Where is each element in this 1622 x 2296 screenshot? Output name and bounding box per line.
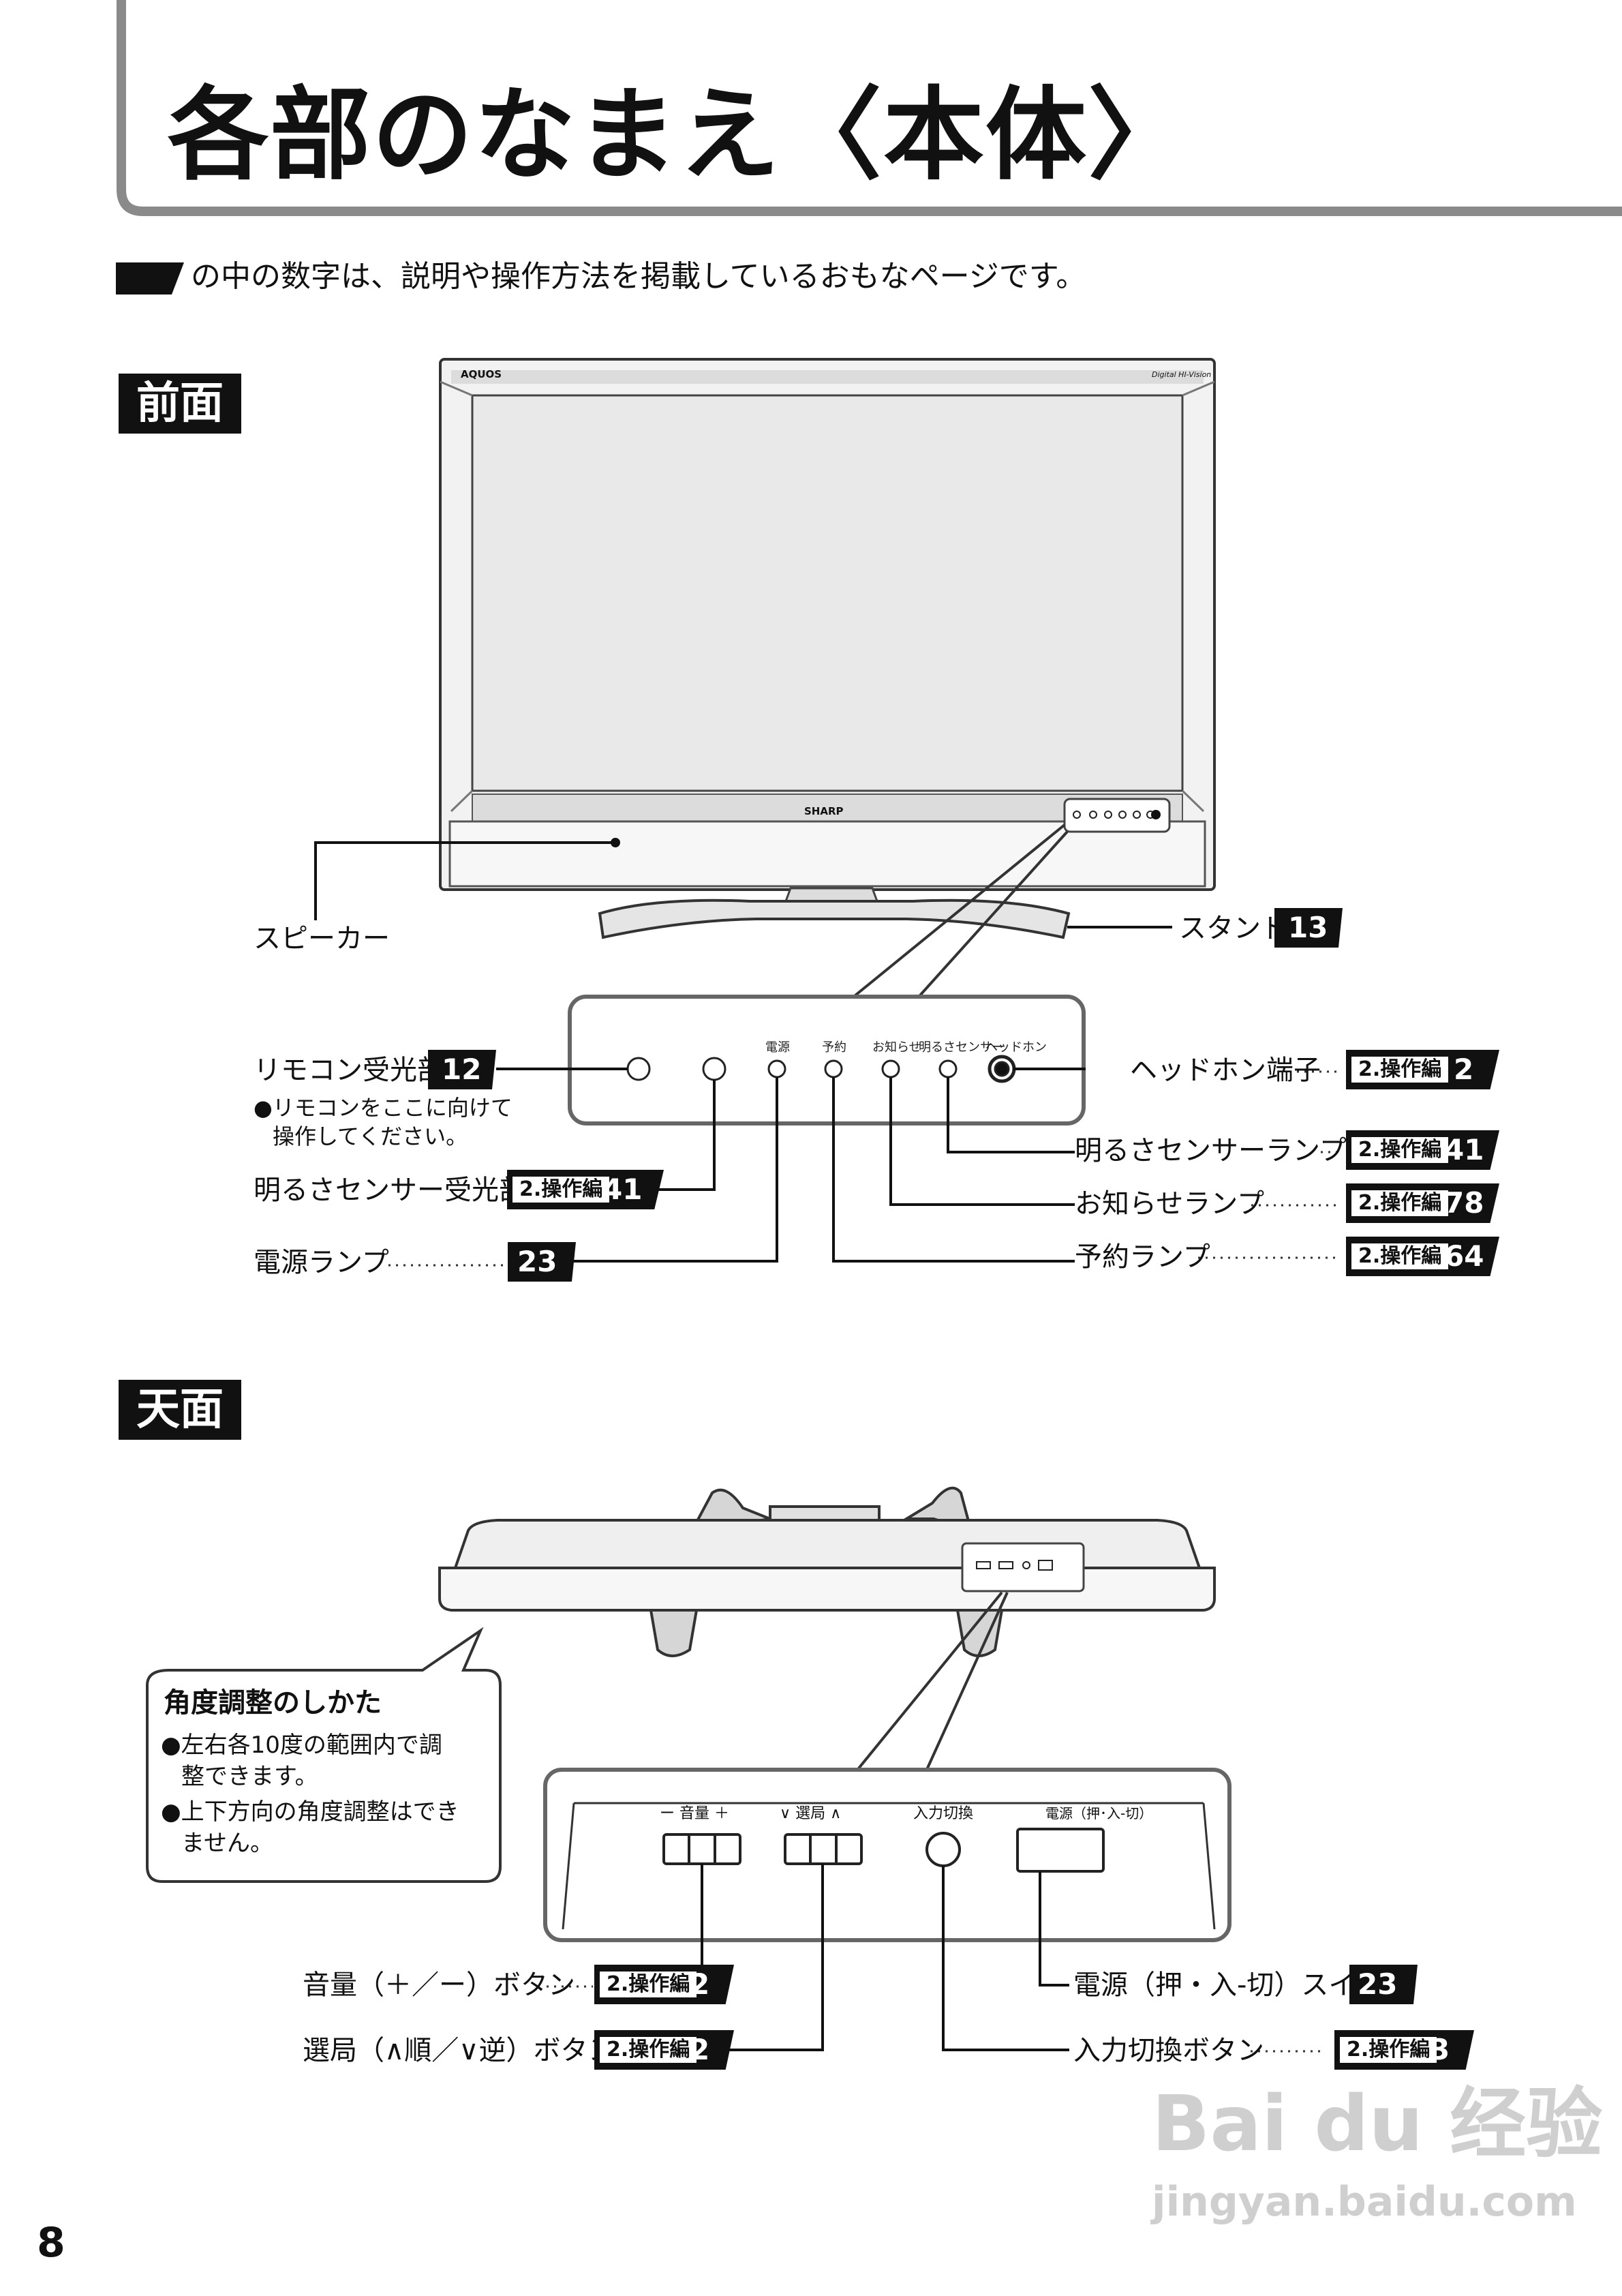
stand-page: 13 bbox=[1288, 911, 1328, 944]
tv-front-illustration bbox=[439, 358, 1216, 939]
remote-note-2: 操作してください。 bbox=[273, 1123, 468, 1149]
page-title: 各部のなまえ〈本体〉 bbox=[168, 76, 1190, 194]
panel-label-headphone: ヘッドホン bbox=[985, 1040, 1047, 1055]
angle-callout-bubble bbox=[146, 1627, 502, 1883]
brightness-receiver-badge: 2.操作編 41 bbox=[507, 1170, 664, 1209]
power-switch-badge: 23 bbox=[1349, 1965, 1418, 2004]
title-frame bbox=[117, 0, 1622, 216]
notice-lamp-ref: 2.操作編 bbox=[1351, 1190, 1449, 1216]
panel-label-power: 電源 bbox=[765, 1040, 790, 1055]
input-badge: 2.操作編 3 bbox=[1334, 2030, 1474, 2070]
timer-lamp-label: 予約ランプ bbox=[1075, 1241, 1210, 1273]
watermark-brand: Bai du 经验 bbox=[1152, 2080, 1603, 2169]
volume-button-label: 音量（＋／ー）ボタン bbox=[303, 1969, 575, 2001]
brightness-lamp-label: 明るさセンサーランプ bbox=[1075, 1135, 1347, 1166]
panel-label-brightness: 明るさセンサー bbox=[919, 1040, 1005, 1055]
channel-ref: 2.操作編 bbox=[600, 2037, 697, 2063]
panel-power-label: 電源（押･入-切） bbox=[1045, 1805, 1153, 1822]
volume-page: 2 bbox=[690, 1967, 710, 2001]
angle-title: 角度調整のしかた bbox=[164, 1687, 382, 1719]
power-lamp-page: 23 bbox=[517, 1245, 557, 1278]
page-ref-marker-icon bbox=[116, 262, 184, 294]
input-ref: 2.操作編 bbox=[1340, 2037, 1437, 2063]
panel-label-timer: 予約 bbox=[822, 1040, 846, 1055]
front-leader-lines bbox=[314, 841, 1172, 1263]
notice-lamp-page: 78 bbox=[1444, 1186, 1484, 1220]
section-label-front: 前面 bbox=[119, 374, 241, 434]
angle-note-1a: ●左右各10度の範囲内で調 bbox=[161, 1732, 442, 1759]
dotted-leaders bbox=[388, 1070, 1339, 2053]
top-panel-controls bbox=[662, 1828, 1105, 1873]
channel-badge: 2.操作編 2 bbox=[594, 2030, 734, 2070]
remote-receiver-page: 12 bbox=[442, 1053, 482, 1086]
angle-note-2b: ません。 bbox=[181, 1830, 273, 1857]
page-number: 8 bbox=[37, 2219, 65, 2267]
panel-channel-label: ∨ 選局 ∧ bbox=[780, 1805, 842, 1822]
front-panel-enlarged bbox=[568, 995, 1086, 1126]
tv-top-illustration bbox=[438, 1486, 1216, 1657]
channel-page: 2 bbox=[690, 2033, 710, 2066]
tv-maker: SHARP bbox=[804, 805, 844, 817]
brightness-receiver-page: 41 bbox=[602, 1173, 643, 1206]
timer-lamp-page: 64 bbox=[1444, 1239, 1484, 1273]
panel-label-notice: お知らせ bbox=[872, 1040, 921, 1055]
brightness-receiver-label: 明るさセンサー受光部 bbox=[254, 1175, 526, 1206]
timer-lamp-badge: 2.操作編 64 bbox=[1346, 1237, 1499, 1276]
power-lamp-label: 電源ランプ bbox=[254, 1247, 389, 1278]
notice-lamp-label: お知らせランプ bbox=[1075, 1188, 1264, 1220]
headphone-label: ヘッドホン端子 bbox=[1130, 1055, 1321, 1086]
power-switch-page: 23 bbox=[1358, 1967, 1398, 2001]
zoom-lines-front bbox=[854, 824, 1069, 997]
remote-receiver-badge: 12 bbox=[428, 1050, 496, 1089]
channel-button-label: 選局（∧順／∨逆）ボタン bbox=[303, 2035, 615, 2066]
tv-subbrand: Digital HI-Vision bbox=[1152, 370, 1212, 379]
input-page: 3 bbox=[1430, 2033, 1450, 2066]
front-panel-controls bbox=[626, 1055, 1016, 1083]
headphone-page: 2 bbox=[1454, 1053, 1474, 1086]
tv-brand: AQUOS bbox=[461, 368, 502, 380]
panel-input-label: 入力切換 bbox=[913, 1805, 974, 1822]
power-lamp-badge: 23 bbox=[508, 1242, 576, 1282]
remote-note-1: ●リモコンをここに向けて bbox=[254, 1095, 512, 1121]
brightness-lamp-ref: 2.操作編 bbox=[1351, 1137, 1449, 1163]
headphone-ref: 2.操作編 bbox=[1351, 1057, 1449, 1083]
brightness-lamp-page: 41 bbox=[1444, 1133, 1484, 1166]
headphone-badge: 2.操作編 2 bbox=[1346, 1050, 1499, 1089]
brightness-receiver-ref: 2.操作編 bbox=[512, 1177, 610, 1203]
section-label-top: 天面 bbox=[119, 1380, 241, 1440]
zoom-lines-top bbox=[854, 1591, 1009, 1774]
angle-note-2a: ●上下方向の角度調整はでき bbox=[161, 1798, 459, 1826]
input-button-label: 入力切換ボタン bbox=[1073, 2035, 1264, 2066]
indicator-panel-small bbox=[1063, 798, 1171, 833]
stand-page-badge: 13 bbox=[1274, 908, 1343, 948]
stand-label: スタンド bbox=[1179, 913, 1288, 944]
brightness-lamp-badge: 2.操作編 41 bbox=[1346, 1130, 1499, 1170]
angle-note-1b: 整できます。 bbox=[181, 1763, 318, 1790]
remote-receiver-label: リモコン受光部 bbox=[254, 1055, 444, 1086]
intro-text: の中の数字は、説明や操作方法を掲載しているおもなページです。 bbox=[191, 259, 1086, 294]
timer-lamp-ref: 2.操作編 bbox=[1351, 1243, 1449, 1269]
notice-lamp-badge: 2.操作編 78 bbox=[1346, 1183, 1499, 1223]
top-panel-enlarged bbox=[543, 1768, 1231, 1942]
panel-volume-label: ー 音量 ＋ bbox=[660, 1805, 729, 1822]
speaker-label: スピーカー bbox=[254, 923, 390, 954]
volume-ref: 2.操作編 bbox=[600, 1972, 697, 1997]
watermark-url: jingyan.baidu.com bbox=[1152, 2178, 1577, 2226]
volume-badge: 2.操作編 2 bbox=[594, 1965, 734, 2004]
